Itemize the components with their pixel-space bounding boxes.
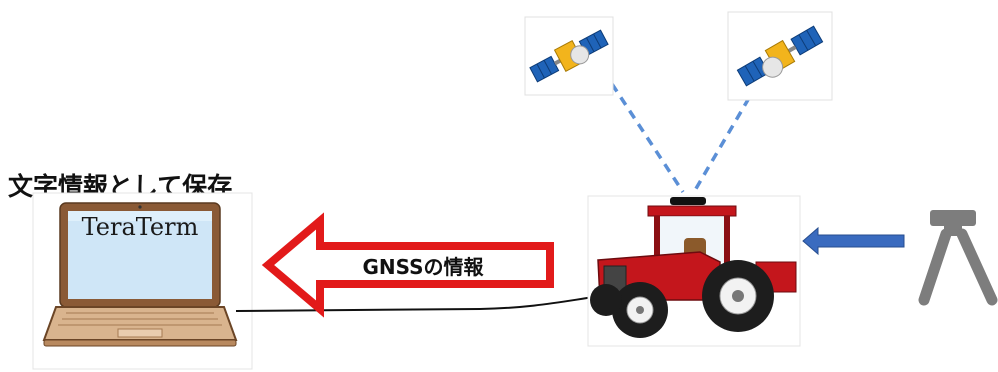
blue-input-arrow	[802, 226, 905, 256]
gnss-info-arrow: GNSSの情報	[261, 212, 554, 318]
satellite-link-left	[610, 83, 685, 193]
laptop-screen-text: TeraTerm	[82, 213, 199, 241]
arrow-label: GNSSの情報	[362, 255, 484, 279]
satellite-link-right	[692, 97, 751, 193]
tripod-icon	[918, 210, 998, 306]
satellite-icon	[727, 11, 833, 101]
satellite-icon	[524, 16, 614, 96]
serial-cable	[235, 296, 595, 312]
satellite-links	[610, 83, 751, 193]
laptop-icon: TeraTerm	[32, 192, 253, 370]
tractor-icon	[587, 195, 801, 347]
